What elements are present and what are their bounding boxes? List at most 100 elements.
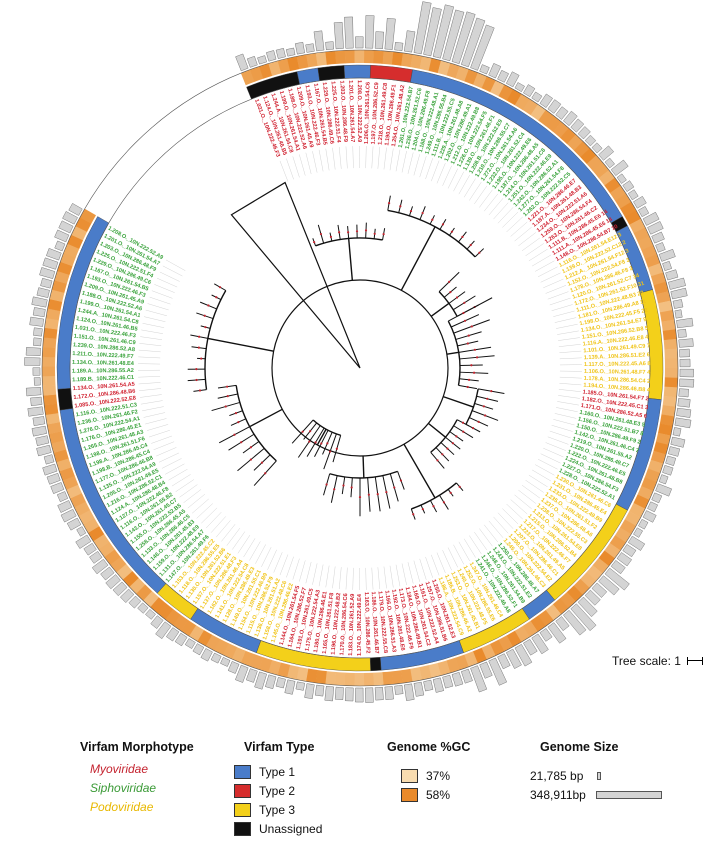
genome-size-bar — [627, 189, 639, 201]
genome-size-bar — [220, 656, 231, 667]
gc-segment — [647, 263, 664, 277]
bootstrap-dot — [412, 513, 415, 516]
gc-segment — [489, 639, 505, 656]
genome-size-bar — [423, 7, 442, 57]
gc-segment — [567, 134, 584, 151]
gc-segment — [180, 619, 197, 637]
genome-size-bar — [394, 41, 404, 52]
gc-segment — [446, 657, 460, 673]
genome-size-bar — [598, 145, 615, 161]
bootstrap-dot — [387, 201, 391, 205]
tree-branch — [362, 455, 365, 478]
genome-size-bar — [642, 510, 657, 523]
gc-segment — [42, 375, 56, 387]
gc-segment — [287, 56, 300, 72]
bootstrap-dot — [319, 232, 323, 236]
bootstrap-dot — [347, 231, 350, 234]
leaf-label: 1.134.O._10N.261.48.E4 — [72, 360, 135, 367]
gc-segment — [609, 535, 626, 551]
gc-segment — [437, 60, 451, 76]
bootstrap-dot — [329, 235, 333, 238]
gc-segment — [157, 603, 174, 620]
legend-gc: Genome %GC 37% 58% — [387, 740, 470, 804]
gc-segment — [259, 63, 273, 79]
genome-size-bar — [355, 687, 364, 703]
genome-size-bar — [66, 517, 82, 531]
gc-segment — [455, 654, 469, 671]
phylogenetic-tree-figure: 1.031.O._10N.222.46.F31.124.O._10N.261.4… — [24, 1, 695, 703]
genome-size-bar — [334, 686, 344, 700]
legend-type-3: Type 3 — [234, 800, 322, 819]
gc-segment — [624, 511, 641, 527]
genome-size-bar — [679, 378, 695, 388]
leaf-label: 1.211.O._10N.222.49.F7 — [72, 351, 134, 360]
genome-size-bar — [145, 608, 156, 620]
gc-segment — [530, 104, 547, 121]
genome-size-bar — [227, 661, 240, 674]
bootstrap-dot — [358, 496, 362, 499]
bootstrap-dot — [432, 505, 435, 508]
gc-segment — [306, 53, 318, 68]
genome-size-bar — [584, 589, 601, 606]
genome-size-bar — [257, 55, 268, 65]
genome-size-bar — [642, 211, 660, 226]
tree-branch — [446, 351, 459, 355]
gc-segment — [598, 170, 615, 186]
genome-size-bar — [562, 609, 587, 636]
unassigned-swatch — [234, 821, 251, 836]
type-2-swatch — [234, 783, 251, 798]
genome-size-bar — [676, 407, 692, 418]
virfam-type-segment — [57, 388, 74, 411]
leaf-label: 1.201.O._10N.261.54.A7 — [347, 80, 355, 142]
size-max-label: 348,911bp — [530, 787, 586, 802]
genome-size-bar — [56, 491, 69, 503]
bootstrap-dot — [436, 459, 439, 462]
gc-segment — [172, 614, 189, 631]
type-3-label: Type 3 — [259, 802, 296, 817]
gc-segment — [42, 337, 57, 349]
gc-segment — [650, 450, 667, 464]
bootstrap-dot — [313, 240, 316, 244]
bootstrap-dot — [490, 390, 493, 393]
leaf-label: 1.101.O._10N.261.49.C9 7 — [583, 343, 650, 354]
gc-segment — [325, 50, 337, 65]
genome-size-bar — [294, 41, 305, 55]
genome-size-bar — [622, 544, 637, 558]
gc-segment — [296, 666, 309, 682]
gc-segment — [400, 668, 413, 684]
bootstrap-dot — [455, 435, 458, 438]
gc-segment — [537, 609, 554, 627]
gc-segment — [268, 659, 282, 676]
bootstrap-dot — [342, 484, 345, 487]
genome-size-bar — [662, 260, 673, 272]
gc-segment — [382, 50, 394, 65]
gc-segment — [446, 63, 460, 79]
bootstrap-dot — [264, 472, 267, 475]
tree-branch — [465, 388, 479, 425]
genome-size-bar — [432, 677, 445, 693]
gc-segment — [51, 440, 67, 453]
gc-segment — [560, 128, 577, 145]
unassigned-label: Unassigned — [259, 821, 323, 836]
tree-branch — [347, 238, 354, 281]
leaf-label: 1.178.A._10N.286.54.C4 2 — [584, 376, 651, 385]
gc-segment — [580, 148, 597, 165]
gc-segment — [592, 557, 609, 574]
bootstrap-dot — [472, 371, 476, 374]
collapsed-clade — [230, 181, 361, 369]
bootstrap-dot — [486, 397, 489, 400]
genome-size-bar — [539, 628, 553, 642]
legend-type-2: Type 2 — [234, 781, 322, 800]
gc-segment — [79, 208, 96, 224]
bootstrap-dot — [198, 389, 202, 392]
genome-size-bar — [344, 687, 354, 702]
bootstrap-dot — [224, 405, 227, 408]
bootstrap-dot — [198, 335, 201, 338]
genome-size-bar — [470, 665, 488, 693]
genome-size-bar — [31, 296, 48, 308]
genome-size-bar — [667, 277, 686, 290]
genome-size-bar — [184, 638, 196, 649]
type-1-label: Type 1 — [259, 764, 296, 779]
gc-segment — [240, 69, 255, 86]
genome-size-bar — [413, 1, 432, 55]
